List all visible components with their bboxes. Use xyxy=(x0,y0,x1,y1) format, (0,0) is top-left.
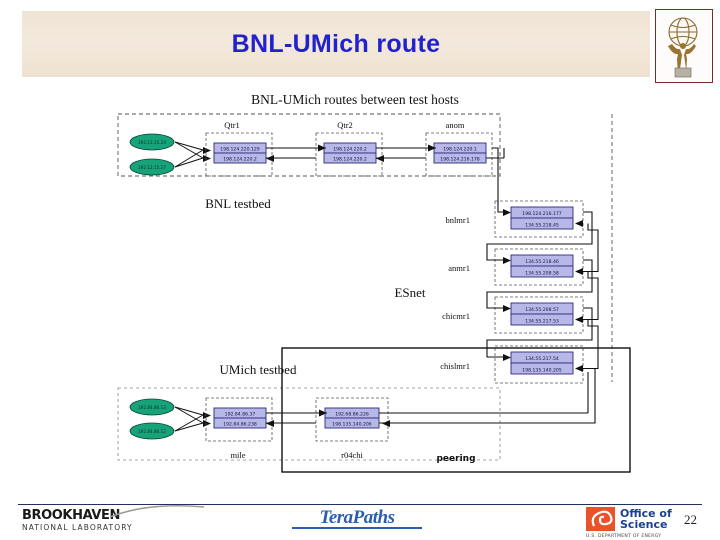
arrow-head xyxy=(203,412,211,419)
router-ip-top: 198.124.216.177 xyxy=(522,211,562,217)
node-label-chicmr1: chicmr1 xyxy=(442,311,470,321)
router-ip-top: 134.55.217.54 xyxy=(525,356,559,362)
router-ip-bottom: 198.135.140.205 xyxy=(522,367,562,373)
router-ip-top: 134.55.208.57 xyxy=(525,307,559,313)
bnl-zone-box xyxy=(117,113,501,177)
router-ip-bottom: 192.84.86.238 xyxy=(223,421,257,427)
router-node-anmr1: 134.55.218.46 134.55.208.58 xyxy=(494,248,584,286)
page-title: BNL-UMich route xyxy=(231,29,441,58)
router-node-chislmr1: 134.55.217.54 198.135.140.205 xyxy=(494,345,584,384)
router-ip-bottom: 198.135.140.206 xyxy=(332,421,372,427)
peering-box xyxy=(281,347,631,473)
terapaths-underline xyxy=(292,526,422,529)
brookhaven-name: BROOKHAVEN xyxy=(22,508,120,523)
router-ip-bottom: 198.124.220.2 xyxy=(223,156,257,162)
umich-host-link-lines xyxy=(174,406,204,432)
router-node-bnlmr1: 198.124.216.177 134.55.218.45 xyxy=(494,200,584,238)
network-route-diagram: BNL-UMich routes between test hosts BNL … xyxy=(0,86,720,486)
host-ip-label: 192.84.86.13 xyxy=(138,405,166,410)
terapaths-logo: TeraPaths xyxy=(292,508,422,529)
atlas-statue-logo xyxy=(655,9,713,83)
router-node-r04chi: 192.68.86.226 198.135.140.206 xyxy=(315,397,389,442)
node-label-bnlmr1: bnlmr1 xyxy=(445,215,470,225)
host-node-bnl-2: 192.12.15.27 xyxy=(129,158,175,176)
node-label-mile: mile xyxy=(230,450,245,460)
page-number: 22 xyxy=(684,512,697,527)
router-ip-bottom: 198.124.216.178 xyxy=(440,156,480,162)
router-ip-bottom: 134.55.217.53 xyxy=(525,318,559,324)
arrow-head xyxy=(203,420,211,427)
peering-label: peering xyxy=(436,454,475,464)
doe-office-of-science-logo: Office of Science U.S. DEPARTMENT OF ENE… xyxy=(586,506,694,539)
arrow-head xyxy=(319,409,327,417)
router-ip-top: 134.55.218.46 xyxy=(525,259,559,265)
diagram-heading: BNL-UMich routes between test hosts xyxy=(251,92,459,107)
router-node-qtr2: 198.124.220.2 198.124.220.2 xyxy=(315,132,383,177)
esnet-link-lines xyxy=(486,147,599,370)
host-node-umich-1: 192.84.86.13 xyxy=(129,398,175,416)
node-label-anom: anom xyxy=(446,120,465,130)
router-node-qtr1: 198.124.220.129 198.124.220.2 xyxy=(205,132,273,177)
arrow-head xyxy=(203,147,211,154)
arrow-head xyxy=(503,354,511,361)
doe-swirl-icon xyxy=(586,507,615,531)
node-label-qtr2: Qtr2 xyxy=(337,120,353,130)
router-node-mile: 192.84.86.37 192.84.86.238 xyxy=(205,397,273,442)
terapaths-name: TeraPaths xyxy=(319,507,395,528)
host-ip-label: 192.84.86.12 xyxy=(138,429,166,434)
router-ip-top: 198.124.220.1 xyxy=(443,146,477,152)
arrow-head xyxy=(503,305,511,312)
router-node-anom: 198.124.220.1 198.124.216.178 xyxy=(425,132,493,177)
host-link-lines xyxy=(174,141,204,168)
host-node-bnl-1: 192.12.15.23 xyxy=(129,133,175,151)
node-label-anmr1: anmr1 xyxy=(448,263,470,273)
umich-zone-box xyxy=(117,387,501,461)
router-ip-bottom: 134.55.208.58 xyxy=(525,270,559,276)
arrow-head xyxy=(203,155,211,162)
doe-department-label: U.S. DEPARTMENT OF ENERGY xyxy=(586,534,662,539)
router-node-chicmr1: 134.55.208.57 134.55.217.53 xyxy=(494,296,584,334)
arrow-head xyxy=(575,365,583,372)
arrow-head xyxy=(575,268,583,275)
node-label-qtr1: Qtr1 xyxy=(224,120,240,130)
arrow-head xyxy=(575,316,583,323)
arrow-head xyxy=(428,144,436,152)
router-ip-top: 192.84.86.37 xyxy=(225,411,256,417)
zone-label-umich: UMich testbed xyxy=(220,362,297,377)
router-ip-top: 192.68.86.226 xyxy=(335,411,369,417)
arrow-head xyxy=(503,209,511,216)
router-ip-top: 198.124.220.129 xyxy=(220,146,260,152)
host-ip-label: 192.12.15.27 xyxy=(138,165,166,170)
doe-line-1: Office of xyxy=(620,507,672,520)
arrow-head xyxy=(318,144,326,152)
node-label-chislmr1: chislmr1 xyxy=(440,361,470,371)
node-label-r04chi: r04chi xyxy=(341,450,363,460)
bnl-link-lines xyxy=(266,147,436,159)
brookhaven-logo: BROOKHAVEN NATIONAL LABORATORY xyxy=(22,505,205,532)
slide-title-band: BNL-UMich route xyxy=(22,11,650,77)
zone-label-esnet: ESnet xyxy=(394,285,425,300)
swoosh-icon xyxy=(109,505,205,518)
arrow-head xyxy=(503,257,511,264)
host-ip-label: 192.12.15.23 xyxy=(138,140,166,145)
arrow-head xyxy=(575,220,583,227)
host-node-umich-2: 192.84.86.12 xyxy=(129,422,175,440)
router-ip-bottom: 198.124.220.2 xyxy=(333,156,367,162)
umich-link-lines xyxy=(266,367,596,424)
router-ip-top: 198.124.220.2 xyxy=(333,146,367,152)
doe-line-2: Science xyxy=(620,518,668,531)
footer-divider xyxy=(18,504,702,505)
router-ip-bottom: 134.55.218.45 xyxy=(525,222,559,228)
zone-label-bnl: BNL testbed xyxy=(205,196,271,211)
brookhaven-subtitle: NATIONAL LABORATORY xyxy=(22,523,133,532)
